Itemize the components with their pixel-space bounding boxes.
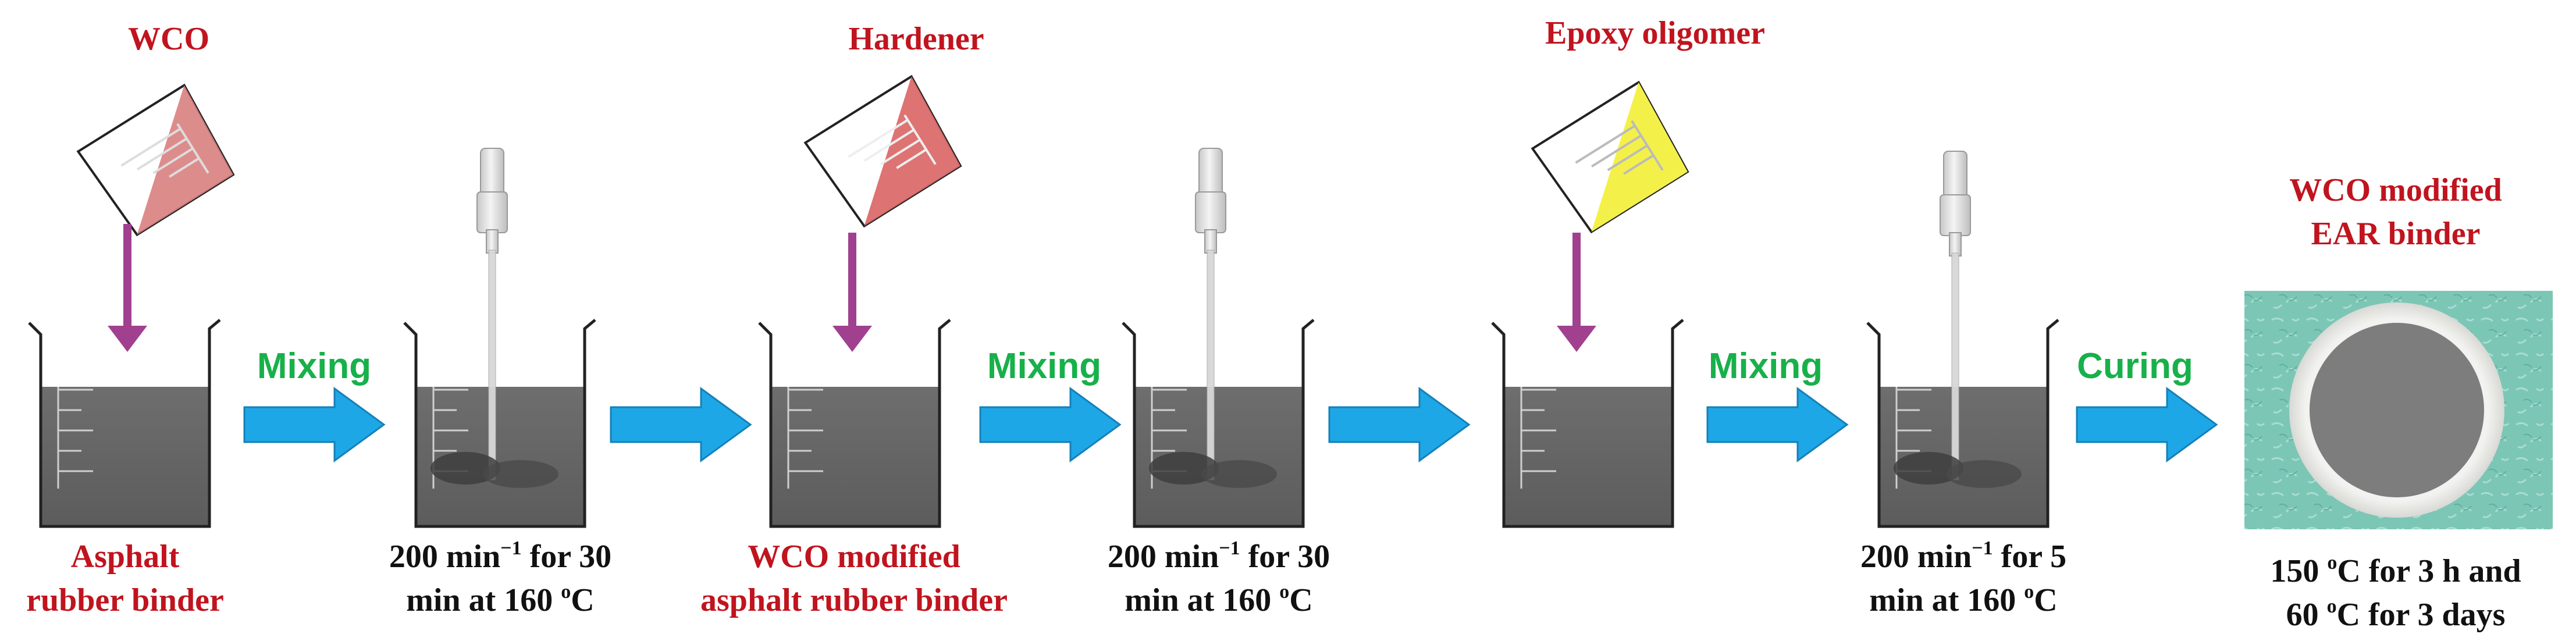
epoxy-drop-arrow [1557,233,1596,352]
stirrer-3 [1894,151,2022,488]
wco-label: WCO [128,21,209,57]
epoxy-pouring-cup [1531,80,1689,234]
beaker-stirring-3 [1866,319,2059,528]
caption-asphalt-line1: Asphalt [71,539,180,575]
caption-wco-arb-line2: asphalt rubber binder [700,582,1008,618]
product-label-line2: EAR binder [2311,216,2481,252]
process-arrow-3 [979,387,1122,462]
beaker-epoxy-addition [1491,319,1684,528]
caption-wco-arb-line1: WCO modified [748,539,960,575]
stirrer-2 [1149,148,1277,488]
caption-curing-line2: 60 oC for 3 days [2286,596,2506,633]
hardener-drop-arrow [832,233,872,352]
epoxy-oligomer-label: Epoxy oligomer [1545,15,1765,51]
mixing-label-3: Mixing [1709,346,1823,386]
process-arrow-4 [1328,387,1471,462]
product-label-line1: WCO modified [2289,172,2502,208]
wco-drop-arrow [108,224,147,352]
mixing-label-1: Mixing [257,346,371,386]
beaker-stirring-1 [403,319,596,528]
stirrer-1 [430,148,558,488]
curing-label: Curing [2077,346,2193,386]
process-arrow-5 [1706,387,1849,462]
caption-stir3-line2: min at 160 oC [1869,581,2057,618]
beaker-stirring-2 [1122,319,1315,528]
beaker-wco-modified [758,319,951,528]
wco-pouring-cup [76,83,235,237]
process-arrow-2 [610,387,752,462]
caption-stir3-line1: 200 min−1 for 5 [1860,537,2066,575]
hardener-label: Hardener [848,21,984,57]
beaker-asphalt-rubber [28,319,221,528]
process-arrow-6 [2076,387,2218,462]
caption-stir1-line1: 200 min−1 for 30 [389,537,611,575]
caption-asphalt-line2: rubber binder [26,582,224,618]
caption-stir2-line1: 200 min−1 for 30 [1108,537,1330,575]
caption-stir2-line2: min at 160 oC [1125,581,1312,618]
process-arrow-1 [243,387,386,462]
caption-curing-line1: 150 oC for 3 h and [2270,552,2521,589]
cured-sample-photo [2244,291,2553,529]
mixing-label-2: Mixing [987,346,1101,386]
caption-stir1-line2: min at 160 oC [406,581,594,618]
hardener-pouring-cup [803,74,962,228]
